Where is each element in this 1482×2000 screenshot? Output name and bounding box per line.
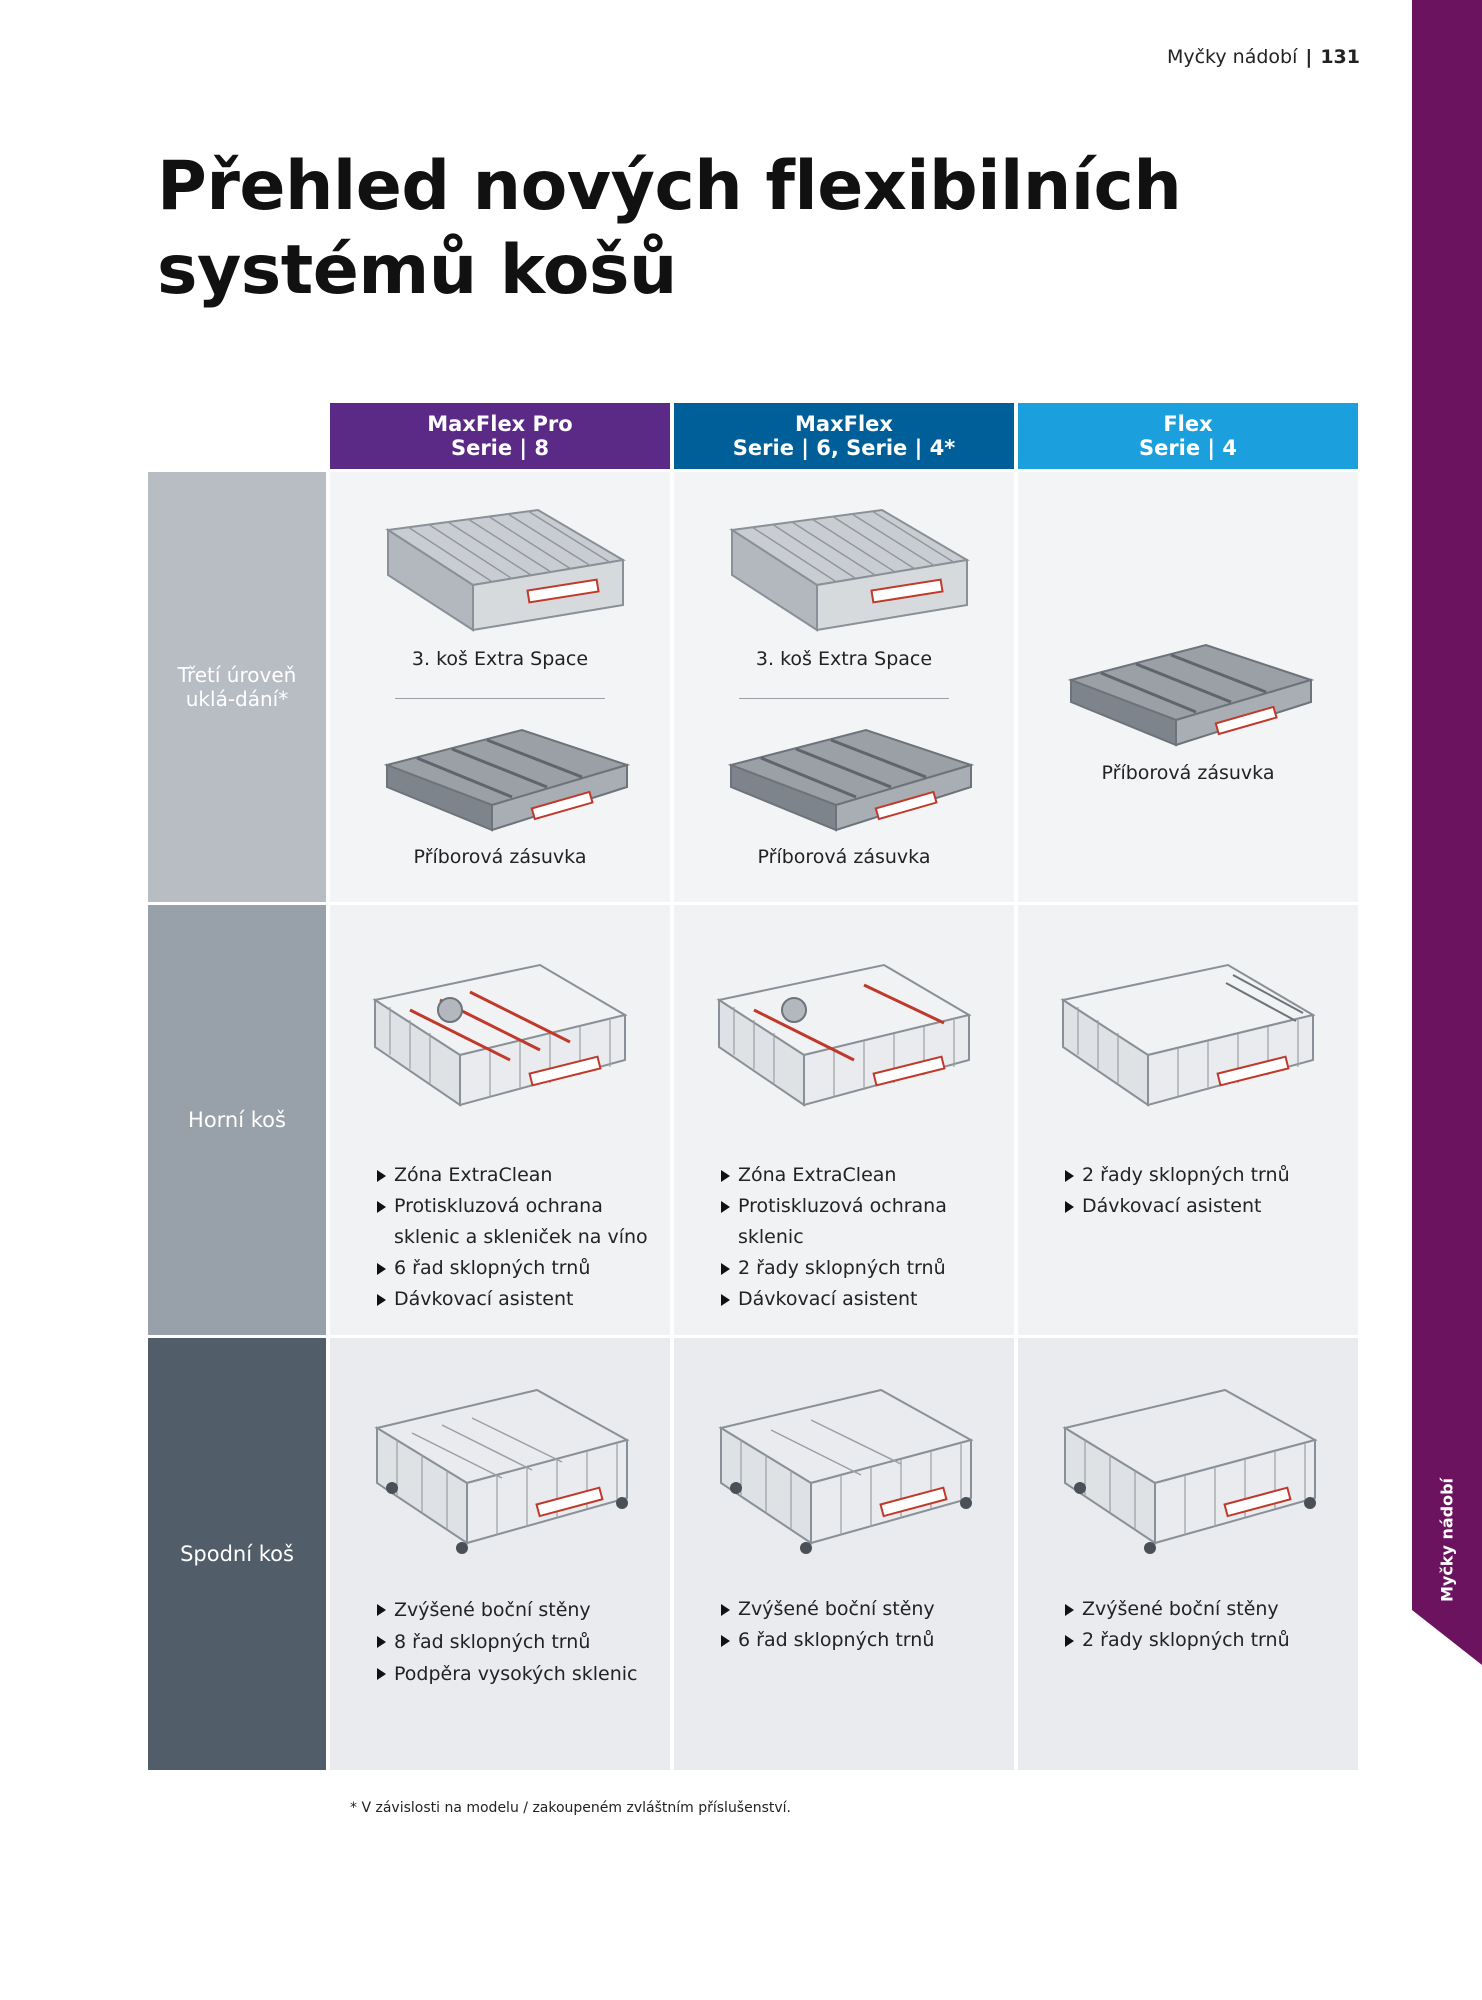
feature-item: Zóna ExtraClean [376,1160,648,1191]
feature-item: Zvýšené boční stěny [376,1594,637,1626]
column-header-line2: Serie | 6, Serie | 4* [732,436,956,460]
feature-item: 2 řady sklopných trnů [1064,1160,1290,1191]
feature-item-continuation: sklenic [720,1222,947,1253]
feature-item: 2 řady sklopných trnů [1064,1625,1290,1656]
feature-item: Protiskluzová ochrana [376,1191,648,1222]
cell-upper-col3 [1018,905,1358,1335]
lower-basket-features-col3: Zvýšené boční stěny 2 řady sklopných trn… [1064,1594,1290,1656]
page-header: Myčky nádobí | 131 [1167,46,1360,68]
row-label-text: Horní koš [188,1108,286,1132]
column-header-maxflex: MaxFlex Serie | 6, Serie | 4* [674,403,1014,469]
cutlery-drawer-image [382,725,632,845]
title-line-1: Přehled nových flexibilních [157,147,1182,226]
section-name: Myčky nádobí [1166,46,1298,68]
upper-basket-image [370,955,630,1115]
row-label-text: Spodní koš [180,1542,294,1566]
side-tab-label: Myčky nádobí [1437,1477,1457,1603]
column-header-line2: Serie | 4 [1138,436,1238,460]
footnote: * V závislosti na modelu / zakoupeném zv… [350,1800,791,1816]
feature-item: Protiskluzová ochrana [720,1191,947,1222]
row-label-text: Třetí úroveň uklá-dání* [177,663,297,711]
feature-item: Zvýšené boční stěny [1064,1594,1290,1625]
caption-cutlery-drawer: Příborová zásuvka [1101,762,1275,784]
third-basket-image [378,505,628,635]
feature-item-continuation: sklenic a skleniček na víno [376,1222,648,1253]
cell-upper-col2 [674,905,1014,1335]
feature-item: Dávkovací asistent [1064,1191,1290,1222]
caption-cutlery-drawer: Příborová zásuvka [757,846,931,868]
caption-third-basket: 3. koš Extra Space [411,648,589,670]
cutlery-drawer-image [1066,640,1316,760]
column-header-line1: MaxFlex Pro [427,412,573,436]
feature-text: sklenic [738,1226,804,1248]
cell-lower-col2 [674,1338,1014,1770]
feature-item: Dávkovací asistent [720,1284,947,1315]
upper-basket-image [1058,955,1318,1115]
page-title: Přehled nových flexibilních systémů košů [157,145,1182,313]
column-header-line1: Flex [1163,412,1213,436]
feature-item: 6 řad sklopných trnů [376,1253,648,1284]
cell-divider [739,698,949,699]
feature-item: Zóna ExtraClean [720,1160,947,1191]
feature-item: Podpěra vysokých sklenic [376,1658,637,1690]
feature-item: Dávkovací asistent [376,1284,648,1315]
cell-divider [395,698,605,699]
feature-text: sklenic a skleniček na víno [394,1226,648,1248]
lower-basket-image [372,1378,632,1563]
upper-basket-features-col1: Zóna ExtraClean Protiskluzová ochrana sk… [376,1160,648,1315]
cell-lower-col1 [330,1338,670,1770]
lower-basket-features-col2: Zvýšené boční stěny 6 řad sklopných trnů [720,1594,935,1656]
side-tab [1412,0,1482,1665]
feature-item: 6 řad sklopných trnů [720,1625,935,1656]
feature-item: 2 řady sklopných trnů [720,1253,947,1284]
cell-upper-col1 [330,905,670,1335]
row-label-upper-basket: Horní koš [148,905,326,1335]
header-separator: | [1305,46,1313,68]
column-header-line2: Serie | 8 [450,436,550,460]
feature-item: 8 řad sklopných trnů [376,1626,637,1658]
cutlery-drawer-image [726,725,976,845]
upper-basket-features-col3: 2 řady sklopných trnů Dávkovací asistent [1064,1160,1290,1222]
side-tab-label-box: Myčky nádobí [1412,1450,1482,1630]
cell-lower-col3 [1018,1338,1358,1770]
upper-basket-features-col2: Zóna ExtraClean Protiskluzová ochrana sk… [720,1160,947,1315]
lower-basket-image [716,1378,976,1563]
page-number: 131 [1320,46,1360,68]
column-header-flex: Flex Serie | 4 [1018,403,1358,469]
caption-third-basket: 3. koš Extra Space [755,648,933,670]
column-header-maxflex-pro: MaxFlex Pro Serie | 8 [330,403,670,469]
row-label-third-level: Třetí úroveň uklá-dání* [148,472,326,902]
third-basket-image [722,505,972,635]
lower-basket-image [1060,1378,1320,1563]
column-header-line1: MaxFlex [795,412,893,436]
title-line-2: systémů košů [157,231,677,310]
upper-basket-image [714,955,974,1115]
feature-item: Zvýšené boční stěny [720,1594,935,1625]
caption-cutlery-drawer: Příborová zásuvka [413,846,587,868]
lower-basket-features-col1: Zvýšené boční stěny 8 řad sklopných trnů… [376,1594,637,1690]
row-label-lower-basket: Spodní koš [148,1338,326,1770]
